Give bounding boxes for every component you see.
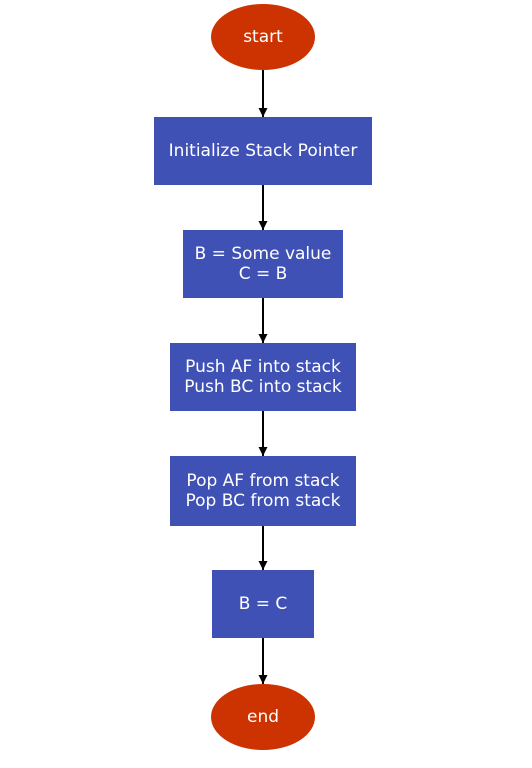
node-label: C = B bbox=[239, 264, 288, 284]
process-box bbox=[212, 570, 314, 638]
node-label: B = Some value bbox=[195, 244, 332, 264]
node-start: start bbox=[211, 4, 315, 70]
process-box bbox=[170, 343, 356, 411]
node-label: Initialize Stack Pointer bbox=[169, 141, 358, 161]
node-label: Pop BC from stack bbox=[186, 491, 341, 511]
process-box bbox=[170, 456, 356, 526]
process-box bbox=[154, 117, 372, 185]
node-label: Pop AF from stack bbox=[186, 471, 339, 491]
process-box bbox=[183, 230, 343, 298]
node-init-stack-pointer: Initialize Stack Pointer bbox=[154, 117, 372, 185]
terminal-shape bbox=[211, 4, 315, 70]
terminal-shape bbox=[211, 684, 315, 750]
node-end: end bbox=[211, 684, 315, 750]
node-label: Push BC into stack bbox=[184, 377, 342, 397]
node-assign-b-from-c: B = C bbox=[212, 570, 314, 638]
node-label: B = C bbox=[239, 594, 288, 614]
node-label: start bbox=[243, 27, 283, 47]
node-label: end bbox=[247, 707, 279, 727]
node-label: Push AF into stack bbox=[185, 357, 341, 377]
